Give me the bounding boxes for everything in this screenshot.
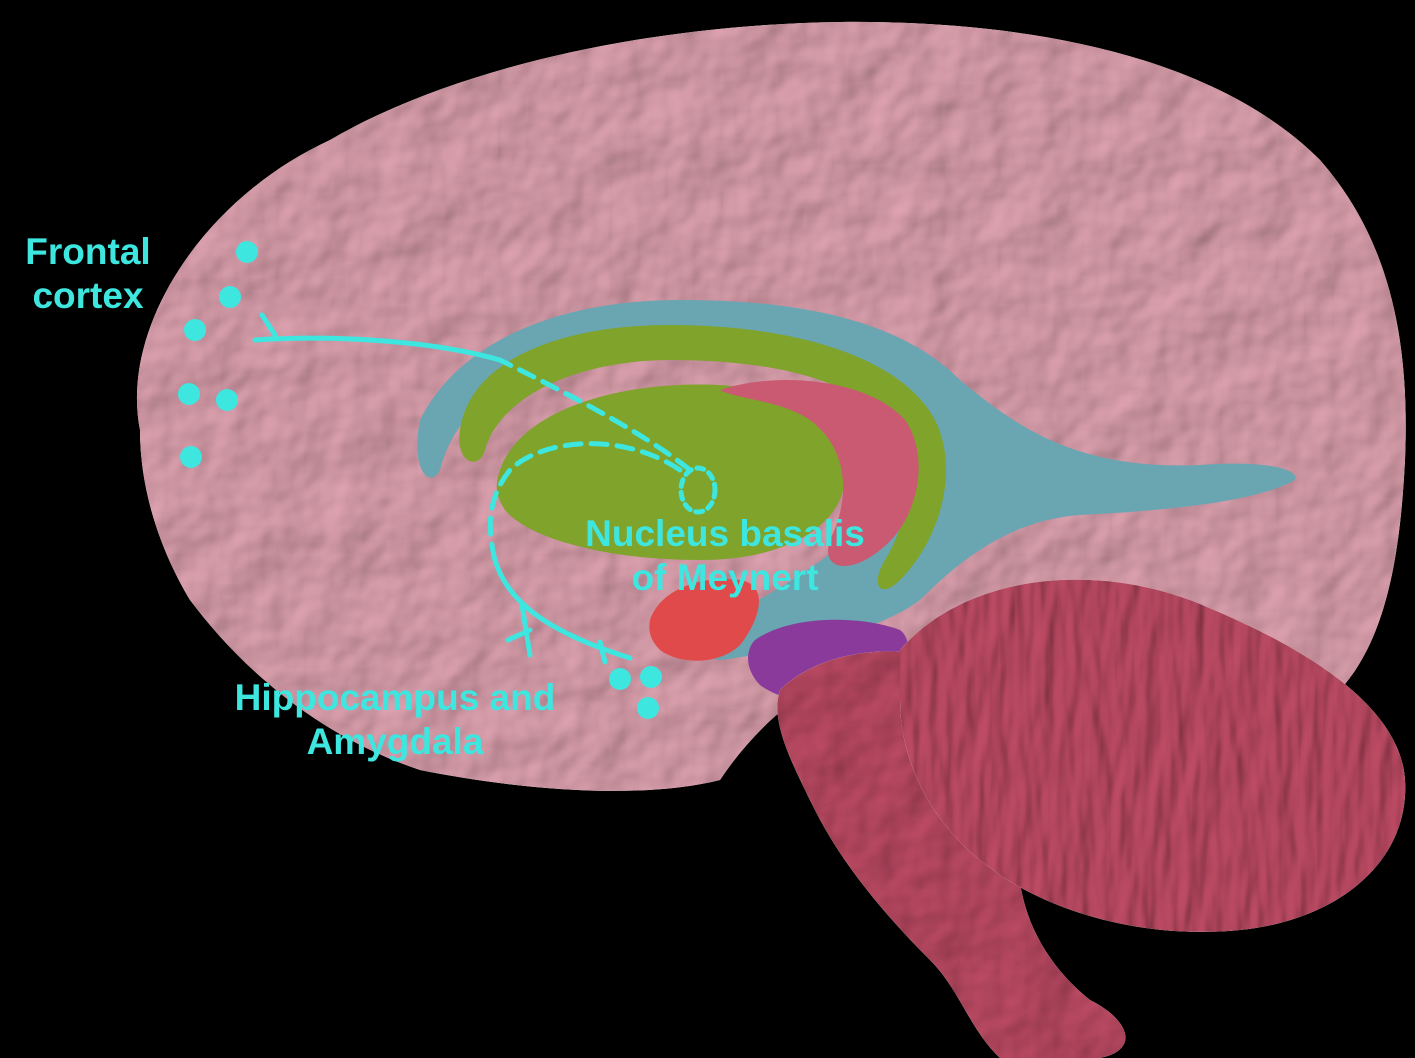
neuron-dot xyxy=(184,319,206,341)
neuron-dot xyxy=(236,241,258,263)
nucleus-basalis-label-line-2: of Meynert xyxy=(545,556,905,600)
neuron-dot xyxy=(216,389,238,411)
neuron-dot xyxy=(219,286,241,308)
frontal-cortex-label-line-2: cortex xyxy=(8,274,168,318)
neuron-dot xyxy=(180,446,202,468)
nucleus-basalis-label: Nucleus basalis of Meynert xyxy=(545,512,905,600)
neuron-dot xyxy=(609,668,631,690)
hippocampus-amygdala-label: Hippocampus and Amygdala xyxy=(195,676,595,764)
neuron-dot xyxy=(178,383,200,405)
nucleus-basalis-label-line-1: Nucleus basalis xyxy=(545,512,905,556)
hippocampus-amygdala-label-line-2: Amygdala xyxy=(195,720,595,764)
neuron-dot xyxy=(640,666,662,688)
frontal-cortex-label: Frontal cortex xyxy=(8,230,168,318)
hippocampus-amygdala-label-line-1: Hippocampus and xyxy=(195,676,595,720)
neuron-dot xyxy=(637,697,659,719)
frontal-cortex-label-line-1: Frontal xyxy=(8,230,168,274)
